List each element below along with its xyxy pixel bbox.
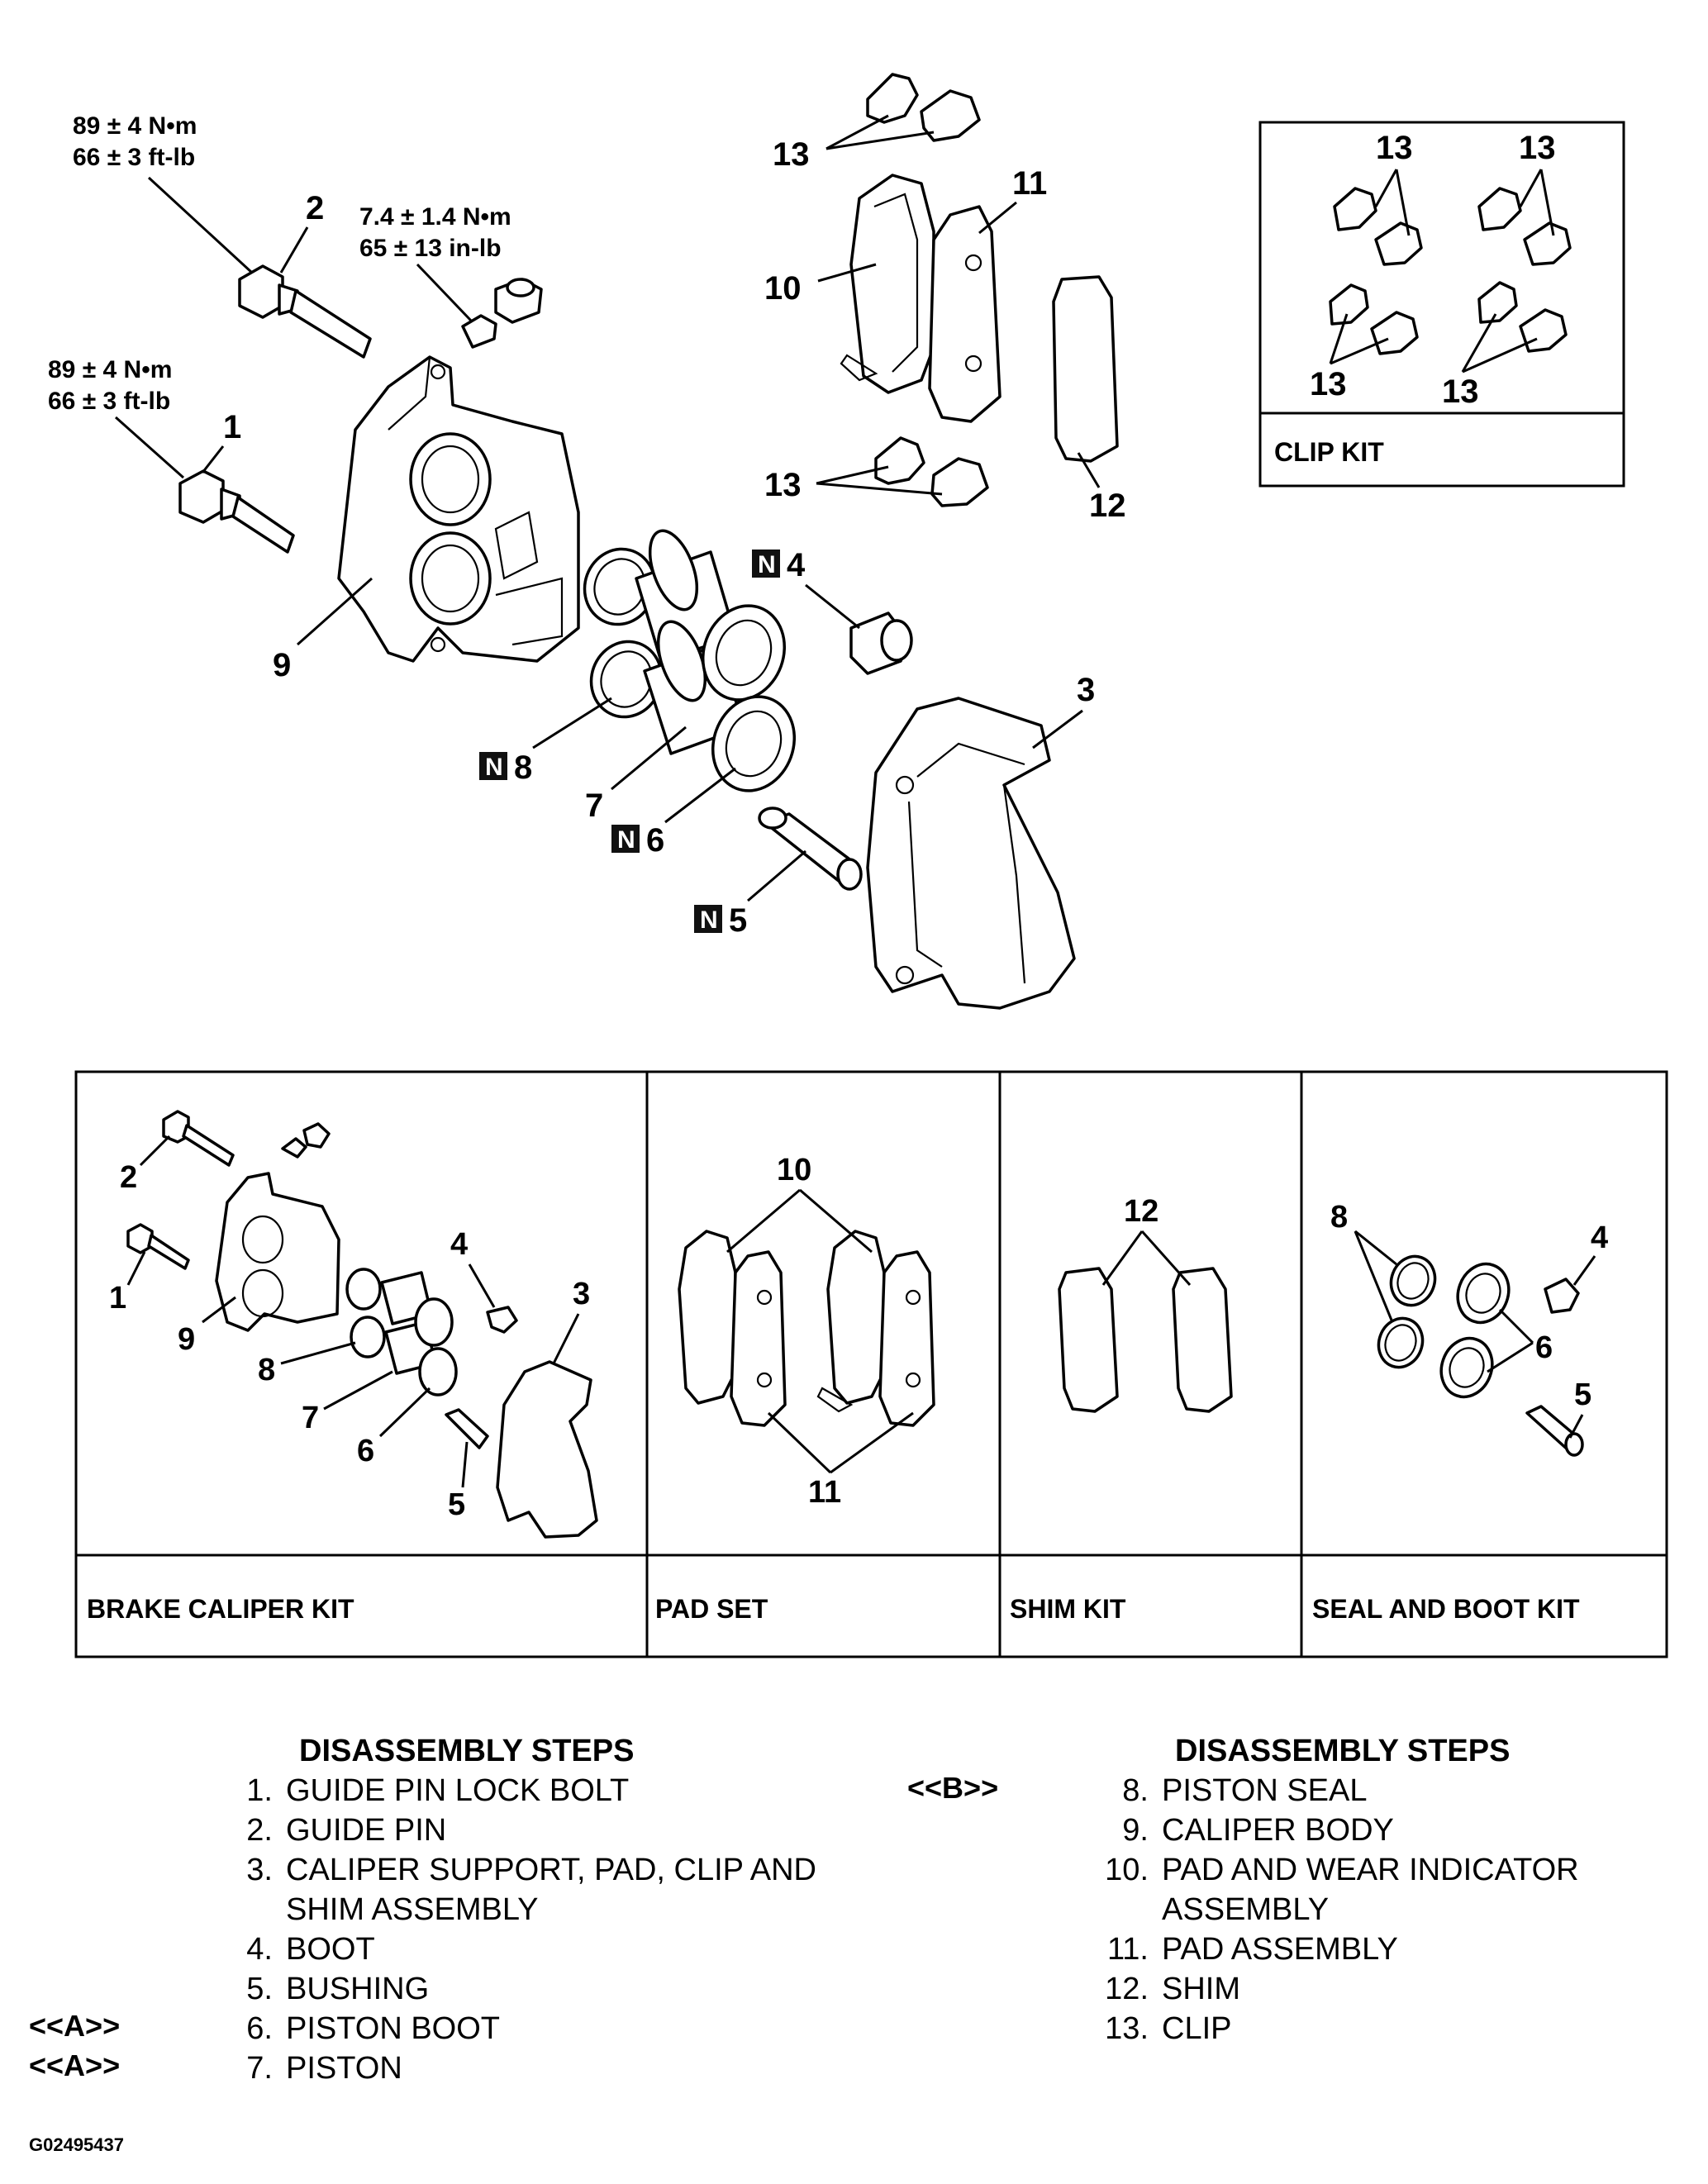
svg-text:N: N [758,551,776,578]
step-3: 3.CALIPER SUPPORT, PAD, CLIP AND SHIM AS… [246,1853,816,1927]
piston-boot-part [701,604,797,792]
pad-assembly-part [928,205,1001,423]
svg-text:N: N [485,754,503,781]
torque-lock-bolt-nm: 89 ± 4 N•m [48,356,172,383]
pad-wear-indicator-part [840,174,935,394]
kit-label-pad-set: PAD SET [655,1594,768,1624]
kit-table [74,1070,1668,1658]
svg-text:N: N [700,906,718,934]
step-7-mark: <<A>> [29,2048,121,2082]
steps-left-heading: DISASSEMBLY STEPS [299,1734,635,1768]
clip-kit-callout-13d: 13 [1442,374,1479,410]
kit1-callout-3: 3 [573,1277,590,1311]
step-8: 8.PISTON SEAL [1122,1773,1368,1808]
torque-guide-pin-ftlb: 66 ± 3 ft-lb [73,144,195,171]
clip-kit-box [1258,121,1625,488]
callout-8: 8 [514,749,532,786]
caliper-body-part [337,355,580,663]
callout-13-top: 13 [773,136,810,173]
figure-id: G02495437 [29,2134,124,2155]
seal-boot-kit-drawing [1377,1254,1584,1457]
clip-kit-callout-13b: 13 [1519,130,1556,166]
step-6: 6.PISTON BOOT [246,2011,501,2046]
caliper-support-part [866,697,1076,1010]
new-part-badge-4 [752,550,780,578]
step-2: 2.GUIDE PIN [246,1813,447,1848]
step-13: 13.CLIP [1105,2011,1232,2046]
kit1-callout-1: 1 [109,1281,126,1316]
kit1-callout-2: 2 [120,1160,137,1195]
guide-pin-part [238,264,372,359]
clip-part-top [866,73,981,142]
new-part-badge-6 [611,825,640,853]
step-11: 11.PAD ASSEMBLY [1106,1932,1398,1967]
kit1-callout-4: 4 [450,1227,468,1262]
callout-5: 5 [729,902,747,939]
kit-label-shim: SHIM KIT [1010,1594,1126,1624]
kit-label-brake-caliper: BRAKE CALIPER KIT [87,1594,354,1624]
callout-4: 4 [787,547,806,583]
callout-1: 1 [223,409,241,445]
torque-guide-pin-nm: 89 ± 4 N•m [73,112,197,140]
callout-3: 3 [1077,672,1095,708]
torque-bleeder-nm: 7.4 ± 1.4 N•m [359,203,511,231]
kit1-callout-5: 5 [448,1487,465,1522]
bushing-part [758,807,863,891]
kit-label-seal-boot: SEAL AND BOOT KIT [1312,1594,1580,1624]
callout-11: 11 [1012,165,1047,202]
callout-9: 9 [273,647,291,683]
pad-set-callout-11: 11 [808,1475,841,1510]
pad-set-callout-10: 10 [777,1153,811,1187]
callout-7: 7 [585,787,603,824]
bleeder-screw-part [461,278,543,349]
step-5: 5.BUSHING [246,1972,430,2006]
steps-left: DISASSEMBLY STEPS 1.GUIDE PIN LOCK BOLT … [240,1731,901,2088]
kit1-callout-8: 8 [258,1353,275,1387]
torque-bleeder-inlb: 65 ± 13 in-lb [359,235,502,262]
callout-13-bottom: 13 [764,467,802,503]
boot-part [849,611,913,675]
step-4: 4.BOOT [246,1932,375,1967]
brake-caliper-kit-drawing [126,1110,598,1539]
kit1-callout-6: 6 [357,1434,374,1468]
shim-kit-callout-12: 12 [1124,1194,1158,1229]
new-part-badge-8 [479,752,507,780]
kit1-callout-9: 9 [178,1322,195,1357]
clip-part-bottom [874,436,989,507]
new-part-badge-5 [694,905,722,933]
callout-12: 12 [1089,488,1126,524]
torque-lock-bolt-ftlb: 66 ± 3 ft-lb [48,388,170,415]
step-7: 7.PISTON [246,2051,402,2086]
pad-set-drawing [678,1230,935,1427]
step-1: 1.GUIDE PIN LOCK BOLT [246,1773,630,1808]
seal-kit-callout-6: 6 [1535,1330,1553,1365]
step-8-mark: <<B>> [907,1771,999,1805]
lock-bolt-part [178,469,295,554]
seal-kit-callout-5: 5 [1574,1377,1591,1412]
seal-kit-callout-8: 8 [1330,1200,1348,1235]
step-6-mark: <<A>> [29,2009,121,2043]
clip-kit-label: CLIP KIT [1274,437,1384,467]
steps-right-heading: DISASSEMBLY STEPS [1175,1734,1511,1768]
shim-kit-drawing [1058,1267,1233,1413]
step-9: 9.CALIPER BODY [1122,1813,1394,1848]
svg-text:N: N [617,826,635,854]
kit1-callout-7: 7 [302,1401,319,1435]
shim-part [1052,275,1119,463]
clip-kit-callout-13c: 13 [1310,366,1347,402]
callout-2: 2 [306,190,324,226]
step-10: 10.PAD AND WEAR INDICATOR ASSEMBLY [1105,1853,1579,1927]
step-12: 12.SHIM [1105,1972,1240,2006]
clip-kit-callout-13a: 13 [1376,130,1413,166]
steps-right: DISASSEMBLY STEPS 8.PISTON SEAL 9.CALIPE… [1105,1731,1677,2048]
callout-10: 10 [764,270,802,307]
seal-kit-callout-4: 4 [1591,1220,1608,1255]
callout-6: 6 [646,822,664,859]
